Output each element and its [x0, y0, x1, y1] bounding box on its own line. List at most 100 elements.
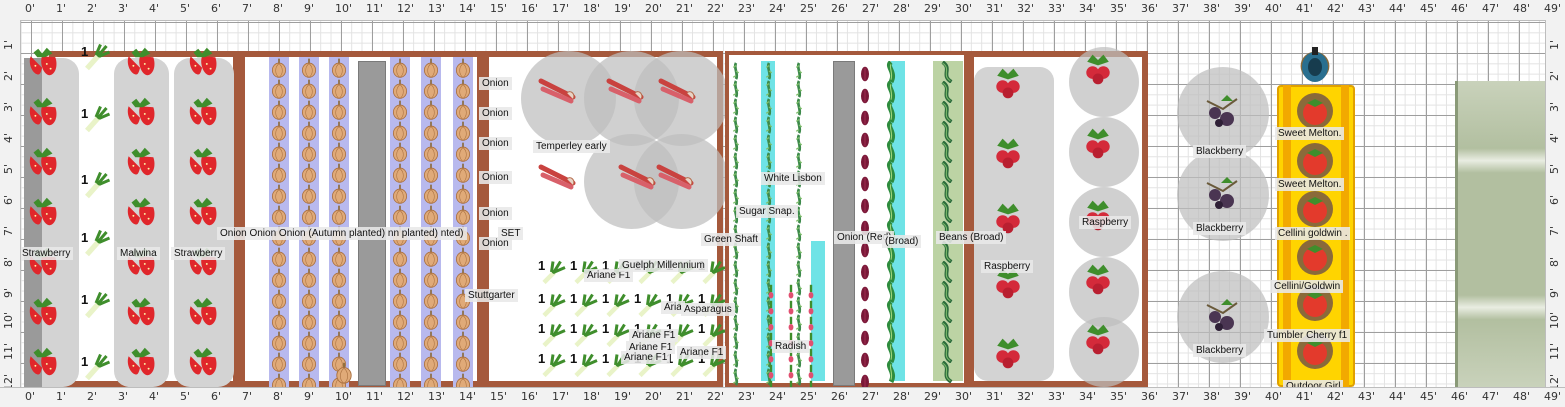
beans-icon[interactable] — [879, 180, 903, 207]
onion-icon[interactable] — [297, 57, 321, 83]
greenhouse[interactable] — [1455, 81, 1545, 387]
onion-icon[interactable] — [388, 309, 412, 335]
pea-pod-icon[interactable] — [760, 79, 778, 103]
onion-icon[interactable] — [419, 162, 443, 188]
pea-pod-icon[interactable] — [760, 151, 778, 175]
radish-icon[interactable] — [803, 283, 819, 305]
raspberry-icon[interactable] — [989, 200, 1027, 240]
radish-icon[interactable] — [803, 299, 819, 321]
onion-icon[interactable] — [451, 330, 475, 356]
beans-icon[interactable] — [879, 340, 903, 367]
onion-icon[interactable] — [327, 78, 351, 104]
onion-icon[interactable] — [297, 183, 321, 209]
onion-icon[interactable] — [267, 78, 291, 104]
onion-icon[interactable] — [388, 351, 412, 377]
onion-icon[interactable] — [419, 183, 443, 209]
plant-label-cellini-goldwin[interactable]: Cellini/Goldwin — [1271, 280, 1344, 293]
pea-pod-icon[interactable] — [727, 115, 745, 139]
onion-icon[interactable] — [388, 372, 412, 387]
onion-icon[interactable] — [297, 78, 321, 104]
onion-icon[interactable] — [451, 162, 475, 188]
onion-icon[interactable] — [267, 183, 291, 209]
beet-icon[interactable] — [857, 107, 873, 133]
strawberry-icon[interactable] — [183, 93, 223, 135]
onion-icon[interactable] — [267, 162, 291, 188]
onion-icon[interactable] — [327, 267, 351, 293]
onion-icon[interactable] — [297, 141, 321, 167]
plant-label-onion-4[interactable]: Onion — [479, 171, 512, 184]
strawberry-icon[interactable] — [121, 343, 161, 385]
radish-icon[interactable] — [763, 283, 779, 305]
onion-icon[interactable] — [451, 99, 475, 125]
pea-pod-icon[interactable] — [727, 61, 745, 85]
radish-icon[interactable] — [763, 347, 779, 369]
beet-icon[interactable] — [857, 63, 873, 89]
radish-icon[interactable] — [783, 315, 799, 337]
strawberry-icon[interactable] — [23, 293, 63, 335]
onion-icon[interactable] — [419, 204, 443, 230]
broad-bean-row[interactable] — [891, 61, 905, 381]
onion-icon[interactable] — [297, 330, 321, 356]
strawberry-icon[interactable] — [121, 43, 161, 85]
onion-icon[interactable] — [388, 246, 412, 272]
pea-pod-icon[interactable] — [790, 151, 808, 175]
onion-icon[interactable] — [419, 99, 443, 125]
plant-label-ariane-3[interactable]: Ariane F1 — [626, 341, 676, 354]
pea-pod-icon[interactable] — [727, 277, 745, 301]
beans-icon[interactable] — [879, 60, 903, 87]
pea-pod-icon[interactable] — [727, 331, 745, 355]
onion-icon[interactable] — [388, 288, 412, 314]
pea-pod-icon[interactable] — [727, 79, 745, 103]
plant-label-outdoor-girl[interactable]: Outdoor Girl — [1283, 380, 1344, 387]
onion-icon[interactable] — [388, 141, 412, 167]
onion-icon[interactable] — [419, 288, 443, 314]
strawberry-icon[interactable] — [23, 43, 63, 85]
plant-label-raspberry-a[interactable]: Raspberry — [981, 260, 1034, 273]
rhubarb-icon[interactable] — [651, 67, 703, 111]
raspberry-icon[interactable] — [989, 135, 1027, 175]
beet-icon[interactable] — [857, 261, 873, 287]
plant-label-onion-rows[interactable]: Onion Onion Onion (Autumn planted) nn pl… — [217, 227, 467, 240]
cucumber-icon[interactable] — [933, 140, 961, 167]
plant-label-ariane-1[interactable]: Ariane F1 — [584, 269, 634, 282]
onion-icon[interactable] — [297, 120, 321, 146]
lettuce-icon[interactable] — [538, 257, 568, 291]
pea-pod-icon[interactable] — [790, 61, 808, 85]
pea-pod-icon[interactable] — [760, 223, 778, 247]
onion-icon[interactable] — [451, 183, 475, 209]
lettuce-icon[interactable] — [538, 350, 568, 384]
plant-label-onion-1[interactable]: Onion — [479, 77, 512, 90]
pea-pod-icon[interactable] — [790, 295, 808, 319]
pea-pod-icon[interactable] — [790, 187, 808, 211]
onion-icon[interactable] — [297, 162, 321, 188]
water-butt-icon[interactable] — [1300, 47, 1330, 87]
beet-icon[interactable] — [857, 85, 873, 111]
onion-icon[interactable] — [388, 267, 412, 293]
pea-pod-icon[interactable] — [727, 97, 745, 121]
onion-icon[interactable] — [451, 204, 475, 230]
onion-icon[interactable] — [327, 309, 351, 335]
pea-pod-icon[interactable] — [760, 115, 778, 139]
radish-icon[interactable] — [803, 315, 819, 337]
raspberry-icon[interactable] — [1079, 261, 1117, 301]
raspberry-icon[interactable] — [1079, 51, 1117, 91]
lettuce-icon[interactable] — [634, 290, 664, 324]
strawberry-icon[interactable] — [121, 143, 161, 185]
radish-icon[interactable] — [783, 283, 799, 305]
radish-icon[interactable] — [803, 347, 819, 369]
tomato-icon[interactable] — [1293, 331, 1337, 375]
onion-icon[interactable] — [327, 246, 351, 272]
onion-icon[interactable] — [388, 78, 412, 104]
onion-icon[interactable] — [419, 372, 443, 387]
plant-label-onion-6[interactable]: Onion — [479, 237, 512, 250]
onion-icon[interactable] — [451, 141, 475, 167]
plant-label-strawberry-b[interactable]: Strawberry — [171, 247, 226, 260]
raspberry-icon[interactable] — [1079, 125, 1117, 165]
onion-icon[interactable] — [451, 246, 475, 272]
plant-label-temperley[interactable]: Temperley early — [533, 140, 610, 153]
pea-pod-icon[interactable] — [790, 259, 808, 283]
rhubarb-icon[interactable] — [531, 153, 583, 197]
pea-pod-icon[interactable] — [790, 277, 808, 301]
lettuce-icon[interactable] — [602, 320, 632, 354]
